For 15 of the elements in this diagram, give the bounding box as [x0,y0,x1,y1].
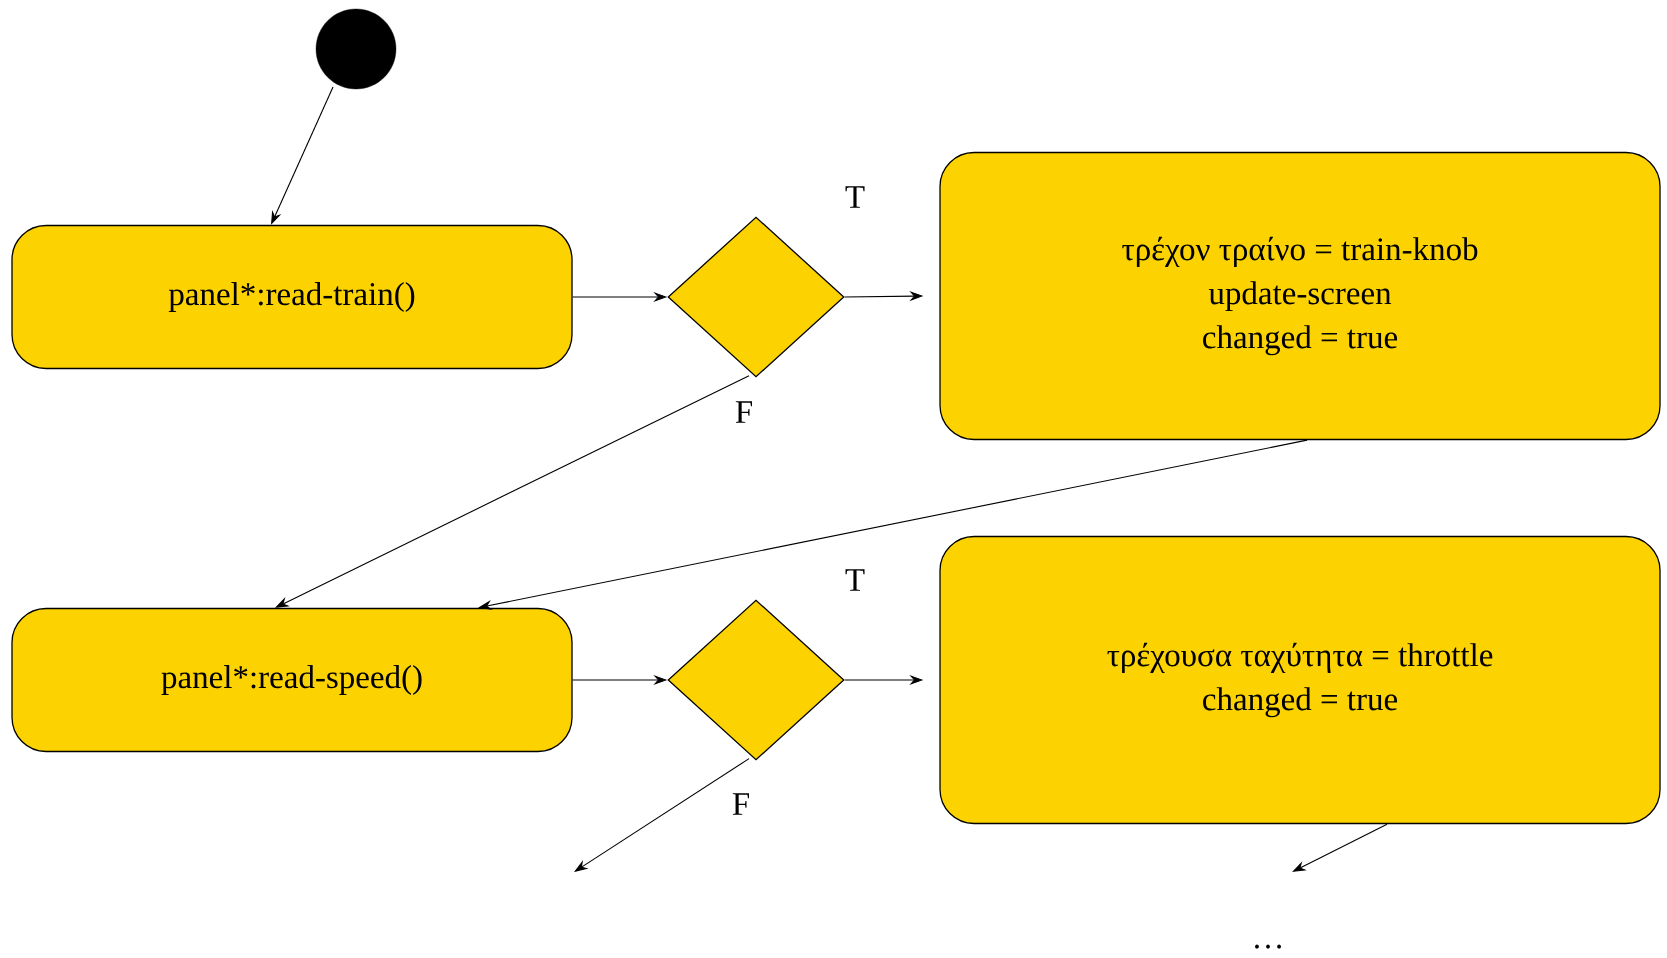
continuation-mark: … [1255,944,1281,949]
arrow [1292,823,1388,872]
decision-diamond [667,599,845,761]
arrow [574,758,750,872]
process-box: τρέχον τραίνο = train-knob update-screen changed = true [939,151,1661,441]
edge-label: F [735,401,752,423]
decision-diamond [667,216,845,378]
edge-label: T [845,186,865,208]
edge-label: F [732,793,749,815]
process-box: τρέχουσα ταχύτητα = throttle changed = true [939,535,1661,825]
edge-label: T [845,569,865,591]
process-box: panel*:read-speed() [11,607,573,753]
arrow [275,375,750,608]
start-dot [315,8,397,90]
process-box: panel*:read-train() [11,224,573,370]
